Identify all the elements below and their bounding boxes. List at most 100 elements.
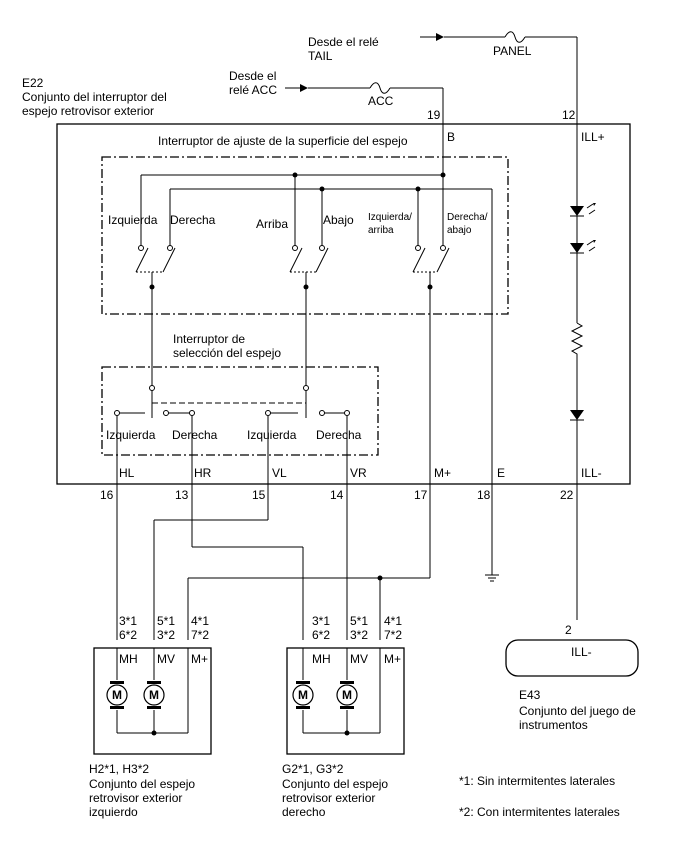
adjust-label-derecha: Derecha xyxy=(170,213,216,227)
e43-name-1: Conjunto del juego de xyxy=(519,704,636,718)
left-terminal-mh: MH xyxy=(119,652,138,666)
illumination-led-2 xyxy=(570,240,596,254)
left-motor-v-label: M xyxy=(149,688,159,702)
note-1: *1: Sin intermitentes laterales xyxy=(459,774,615,788)
adjust-label-izq-arriba-2: arriba xyxy=(368,225,394,236)
e43-code: E43 xyxy=(519,688,541,702)
acc-relay-label-line2: relé ACC xyxy=(229,83,277,97)
adjust-label-izquierda: Izquierda xyxy=(108,213,158,227)
left-terminal-mv: MV xyxy=(157,652,175,666)
left-mirror-code: H2*1, H3*2 xyxy=(89,762,149,776)
left-mirror-name-1: Conjunto del espejo xyxy=(89,777,195,791)
left-pin-mplus-1: 4*1 xyxy=(191,614,209,628)
e22-terminal-hl: HL xyxy=(119,466,135,480)
adjust-switch-title: Interruptor de ajuste de la superficie d… xyxy=(158,134,408,148)
e22-switch-assembly-box xyxy=(56,123,631,485)
e43-pin-2: 2 xyxy=(565,623,572,637)
right-terminal-mv: MV xyxy=(350,652,368,666)
tail-relay-label-line2: TAIL xyxy=(308,49,333,63)
left-terminal-mplus: M+ xyxy=(191,652,208,666)
left-pin-mv-1: 5*1 xyxy=(157,614,175,628)
left-mirror-name-3: izquierdo xyxy=(89,805,138,819)
e22-terminal-vl: VL xyxy=(272,466,287,480)
right-pin-mplus-2: 7*2 xyxy=(384,628,402,642)
e22-pin-17: 17 xyxy=(414,488,428,502)
right-motor-v-label: M xyxy=(342,688,352,702)
right-pin-mv-2: 3*2 xyxy=(350,628,368,642)
e22-pin-16: 16 xyxy=(100,488,114,502)
e22-terminal-b: B xyxy=(447,130,455,144)
select-label-derecha-1: Derecha xyxy=(172,428,218,442)
select-switch-title-2: selección del espejo xyxy=(173,346,281,360)
adjust-label-der-abajo-1: Derecha/ xyxy=(447,212,488,223)
tail-relay-label-line1: Desde el relé xyxy=(308,35,379,49)
e22-pin-13: 13 xyxy=(175,488,189,502)
e22-terminal-e: E xyxy=(497,466,505,480)
e22-terminal-ill-plus: ILL+ xyxy=(581,130,605,144)
left-pin-mplus-2: 7*2 xyxy=(191,628,209,642)
adjust-label-arriba: Arriba xyxy=(256,217,288,231)
e22-pin-12: 12 xyxy=(562,108,576,122)
right-mirror-name-3: derecho xyxy=(282,805,326,819)
note-2: *2: Con intermitentes laterales xyxy=(459,805,620,819)
right-motor-h-label: M xyxy=(298,688,308,702)
left-motor-v: M xyxy=(143,681,165,709)
e22-code: E22 xyxy=(22,76,44,90)
acc-fuse-symbol xyxy=(369,82,391,94)
left-mirror-box xyxy=(93,647,212,755)
acc-fuse-label: ACC xyxy=(368,94,394,108)
e22-terminal-ill-minus: ILL- xyxy=(581,466,602,480)
e22-name-line2: espejo retrovisor exterior xyxy=(22,104,154,118)
e43-terminal-ill-minus: ILL- xyxy=(571,645,592,659)
right-mirror-code: G2*1, G3*2 xyxy=(282,762,344,776)
e43-instrument-box xyxy=(505,639,639,677)
illumination-led-1 xyxy=(570,203,596,217)
e22-name-line1: Conjunto del interruptor del xyxy=(22,90,167,104)
switch-diagonal xyxy=(412,245,450,290)
e22-pin-14: 14 xyxy=(330,488,344,502)
right-terminal-mh: MH xyxy=(312,652,331,666)
right-mirror-box xyxy=(286,647,405,755)
left-pin-mh-1: 3*1 xyxy=(119,614,137,628)
right-pin-mplus-1: 4*1 xyxy=(384,614,402,628)
adjust-label-der-abajo-2: abajo xyxy=(447,225,472,236)
panel-fuse-label: PANEL xyxy=(493,44,532,58)
e43-name-2: instrumentos xyxy=(519,718,588,732)
acc-relay-label-line1: Desde el xyxy=(229,69,276,83)
switch-left-right xyxy=(135,245,176,290)
select-label-izquierda-1: Izquierda xyxy=(106,428,156,442)
e22-pin-22: 22 xyxy=(560,488,574,502)
illumination-diode xyxy=(570,410,584,421)
right-mirror-name-2: retrovisor exterior xyxy=(282,791,375,805)
adjust-label-abajo: Abajo xyxy=(323,213,354,227)
select-switch-title-1: Interruptor de xyxy=(173,332,245,346)
left-motor-h-label: M xyxy=(112,688,122,702)
panel-fuse-symbol xyxy=(504,31,526,43)
right-motor-h: M xyxy=(292,681,314,709)
ground-symbol xyxy=(485,574,499,582)
right-pin-mh-1: 3*1 xyxy=(312,614,330,628)
left-pin-mh-2: 6*2 xyxy=(119,628,137,642)
right-motor-v: M xyxy=(336,681,358,709)
e22-terminal-vr: VR xyxy=(350,466,367,480)
left-pin-mv-2: 3*2 xyxy=(157,628,175,642)
right-pin-mh-2: 6*2 xyxy=(312,628,330,642)
e22-terminal-m-plus: M+ xyxy=(434,466,451,480)
select-label-izquierda-2: Izquierda xyxy=(247,428,297,442)
right-mirror-name-1: Conjunto del espejo xyxy=(282,777,388,791)
mirror-select-switch-box xyxy=(101,366,379,456)
illumination-resistor xyxy=(570,322,584,361)
left-mirror-name-2: retrovisor exterior xyxy=(89,791,182,805)
e22-pin-15: 15 xyxy=(252,488,266,502)
left-motor-h: M xyxy=(106,681,128,709)
select-switch-contacts xyxy=(114,385,350,418)
e22-pin-18: 18 xyxy=(477,488,491,502)
e22-terminal-hr: HR xyxy=(194,466,212,480)
e22-pin-19: 19 xyxy=(427,108,441,122)
select-label-derecha-2: Derecha xyxy=(316,428,362,442)
right-terminal-mplus: M+ xyxy=(384,652,401,666)
right-pin-mv-1: 5*1 xyxy=(350,614,368,628)
mirror-adjust-switch-box xyxy=(101,156,509,315)
adjust-label-izq-arriba-1: Izquierda/ xyxy=(368,212,412,223)
